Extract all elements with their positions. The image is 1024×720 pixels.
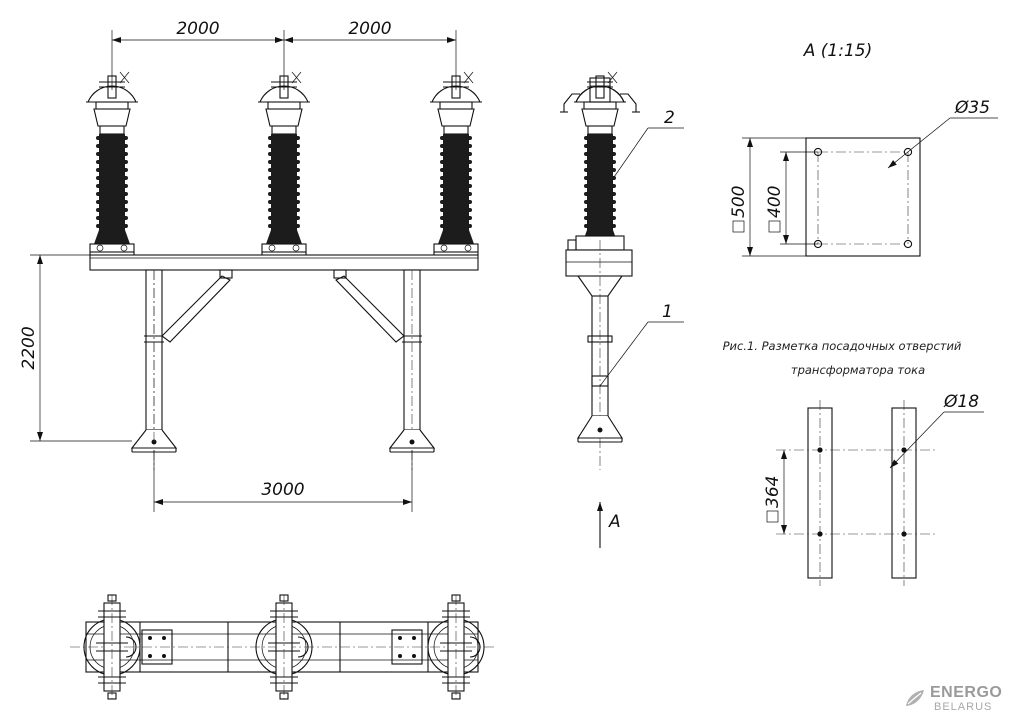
callout-2: 2 [611,108,684,181]
mount-hole [903,147,913,157]
support-leg-right [389,269,435,471]
detail-a: А (1:15) Ø35 500 400 [729,41,998,257]
side-mount-block [565,249,633,277]
figure-caption-line1: Рис.1. Разметка посадочных отверстий [723,339,962,353]
logo-text-line2: BELARUS [934,701,993,713]
view-arrow-label: А [608,512,621,532]
insulator-right [429,71,483,257]
logo-text-line1: ENERGO [930,684,1003,701]
detail-a-title: А (1:15) [803,41,872,61]
dim-spacing-left: 2000 [176,19,219,39]
mount-hole [903,239,913,249]
view-arrow-a: А [597,502,621,548]
diagonal-braces [153,269,405,445]
dimension-height: 2200 [19,254,132,442]
dim-spacing-right: 2000 [348,19,391,39]
crossbeam [89,254,479,271]
figure-hole-dia: Ø18 [943,392,979,412]
callout-2-label: 2 [664,108,675,128]
side-view: 2 1 А [560,71,684,548]
detail-a-inner-size: 400 [765,186,785,218]
plan-view [70,594,494,700]
dimension-top: 2000 2000 [111,19,457,90]
callout-1: 1 [599,302,684,387]
insulator-left [85,71,139,257]
dimension-base: 3000 [153,450,413,512]
figure-caption-line2: трансформатора тока [791,363,925,377]
detail-a-outer-size: 500 [729,186,749,218]
insulator-middle [257,71,311,257]
callout-1-label: 1 [662,302,673,322]
dim-base: 3000 [261,480,304,500]
figure-spacing: 364 [763,476,783,508]
detail-a-hole-dia: Ø35 [954,98,990,118]
figure-1: Рис.1. Разметка посадочных отверстий тра… [723,339,984,586]
dim-height: 2200 [19,326,39,369]
side-insulator [573,71,627,257]
energo-belarus-logo: ENERGO BELARUS [904,684,1014,716]
logo-leaf-icon [906,690,924,706]
front-view: 2000 2000 2200 3000 [19,19,483,512]
